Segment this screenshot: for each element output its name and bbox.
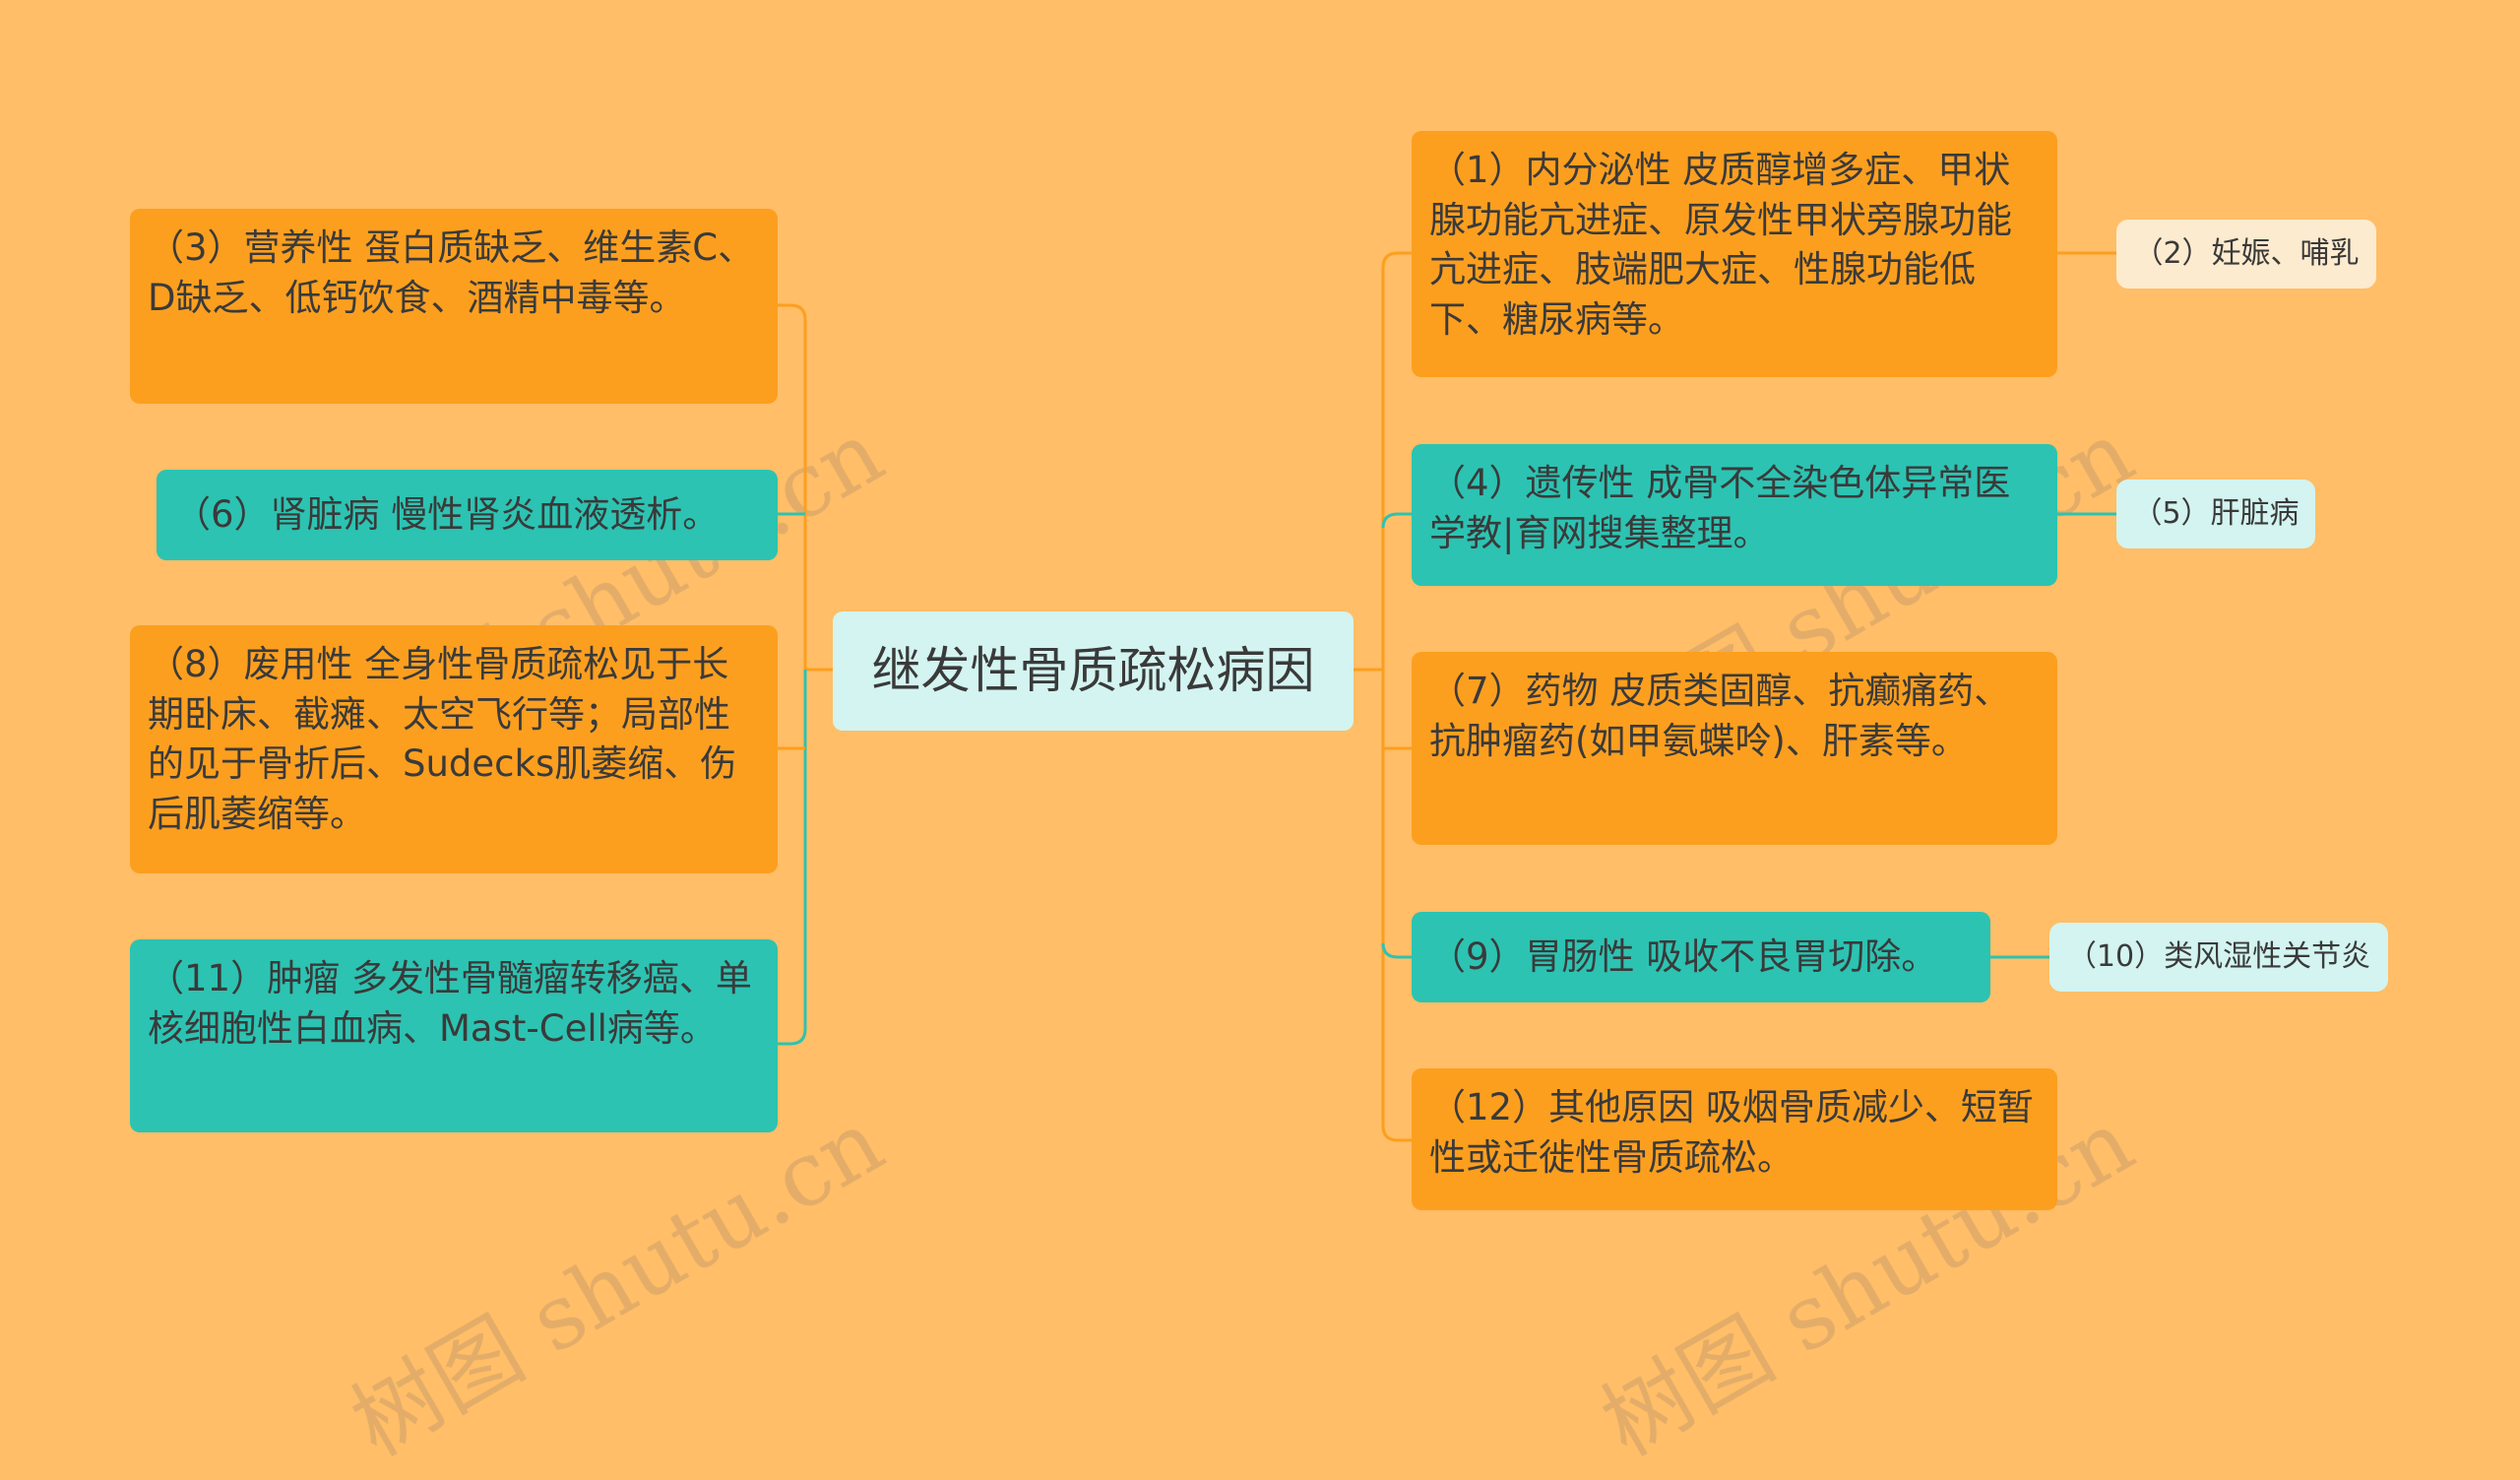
topic-tumor[interactable]: （11）肿瘤 多发性骨髓瘤转移癌、单核细胞性白血病、Mast-Cell病等。 bbox=[130, 939, 778, 1132]
subtopic-pregnancy-lactation[interactable]: （2）妊娠、哺乳 bbox=[2116, 220, 2376, 289]
topic-kidney-disease[interactable]: （6）肾脏病 慢性肾炎血液透析。 bbox=[157, 470, 778, 560]
topic-drugs[interactable]: （7）药物 皮质类固醇、抗癫痛药、抗肿瘤药(如甲氨蝶呤)、肝素等。 bbox=[1412, 652, 2057, 845]
connector-lines bbox=[778, 251, 2116, 1142]
subtopic-liver-disease[interactable]: （5）肝脏病 bbox=[2116, 480, 2315, 548]
subtopic-rheumatoid-arthritis[interactable]: （10）类风湿性关节炎 bbox=[2049, 923, 2388, 992]
mind-map-canvas: 树图 shutu.cn 树图 shutu.cn 树图 shutu.cn 树图 s… bbox=[130, 131, 2388, 1476]
topic-other-causes[interactable]: （12）其他原因 吸烟骨质减少、短暂性或迁徙性骨质疏松。 bbox=[1412, 1068, 2057, 1210]
root-topic[interactable]: 继发性骨质疏松病因 bbox=[833, 611, 1354, 731]
topic-nutritional[interactable]: （3）营养性 蛋白质缺乏、维生素C、D缺乏、低钙饮食、酒精中毒等。 bbox=[130, 209, 778, 404]
topic-endocrine[interactable]: （1）内分泌性 皮质醇增多症、甲状腺功能亢进症、原发性甲状旁腺功能亢进症、肢端肥… bbox=[1412, 131, 2057, 377]
topic-disuse[interactable]: （8）废用性 全身性骨质疏松见于长期卧床、截瘫、太空飞行等；局部性的见于骨折后、… bbox=[130, 625, 778, 873]
topic-gastrointestinal[interactable]: （9）胃肠性 吸收不良胃切除。 bbox=[1412, 912, 1990, 1002]
topic-genetic[interactable]: （4）遗传性 成骨不全染色体异常医学教|育网搜集整理。 bbox=[1412, 444, 2057, 586]
